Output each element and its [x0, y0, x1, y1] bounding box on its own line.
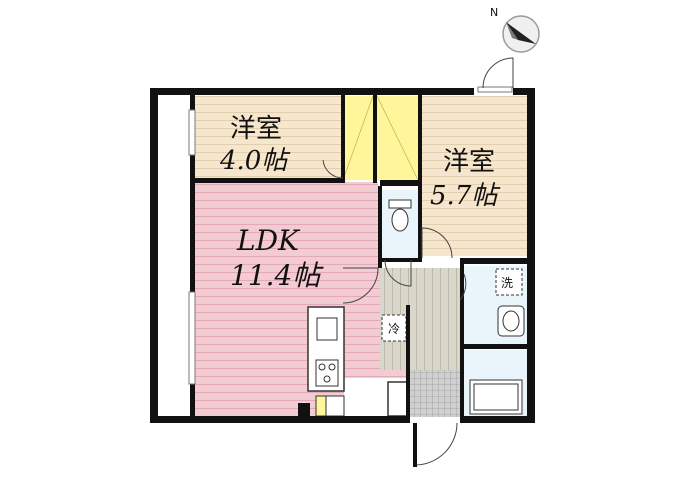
- compass: N: [490, 6, 540, 53]
- stove-icon: [315, 359, 339, 387]
- balcony: [158, 95, 194, 417]
- western-room-b-size: 5.7帖: [430, 181, 501, 211]
- western-room-a-size: 4.0帖: [219, 146, 291, 176]
- ldk-floor: [195, 182, 410, 417]
- toilet-bowl-icon: [391, 208, 409, 232]
- hallway-floor: [380, 268, 460, 370]
- ldk-size: 11.4帖: [230, 259, 324, 292]
- kitchen-sink-icon: [316, 317, 338, 341]
- compass-north-label: N: [490, 6, 498, 19]
- entrance: [410, 370, 460, 417]
- washer-area: [495, 268, 523, 296]
- western-room-a-name: 洋室: [230, 114, 282, 144]
- shoe-cabinet: [387, 381, 409, 417]
- hallway-corridor: [410, 300, 460, 370]
- western-room-b-floor: [421, 96, 527, 256]
- kitchen-storage-yellow: [315, 395, 327, 417]
- kitchen-storage: [325, 395, 345, 417]
- washer-label: 洗: [501, 276, 513, 290]
- ldk-name: LDK: [236, 224, 301, 257]
- western-room-b-name: 洋室: [443, 147, 495, 177]
- windows: [188, 86, 513, 385]
- walls: [150, 88, 535, 423]
- western-room-a-floor: [195, 96, 343, 180]
- entrance-door: [413, 423, 417, 467]
- toilet-tank-icon: [388, 199, 412, 209]
- refrigerator-space: [381, 314, 407, 342]
- door-swings: [322, 57, 514, 466]
- bathtub-icon: [469, 379, 523, 415]
- compass-needle-icon: [506, 22, 536, 44]
- refrigerator-label: 冷: [388, 322, 400, 336]
